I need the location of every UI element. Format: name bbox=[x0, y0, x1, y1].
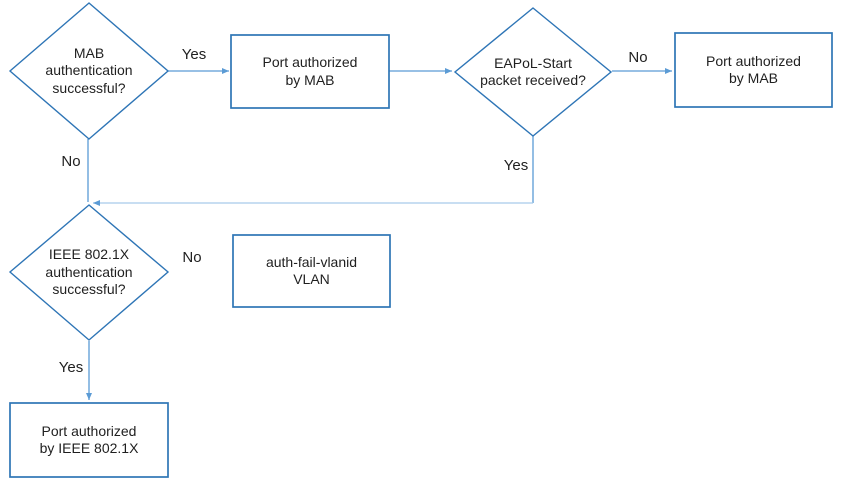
process-box-port-authorized-mab-left bbox=[230, 34, 390, 109]
decision-diamond-mab bbox=[8, 2, 170, 140]
process-box-port-authorized-dot1x bbox=[9, 402, 169, 478]
decision-diamond-dot1x bbox=[8, 204, 170, 341]
decision-diamond-eapol bbox=[453, 7, 613, 137]
process-box-auth-fail-vlan bbox=[232, 234, 391, 308]
process-box-port-authorized-mab-right bbox=[674, 32, 833, 108]
